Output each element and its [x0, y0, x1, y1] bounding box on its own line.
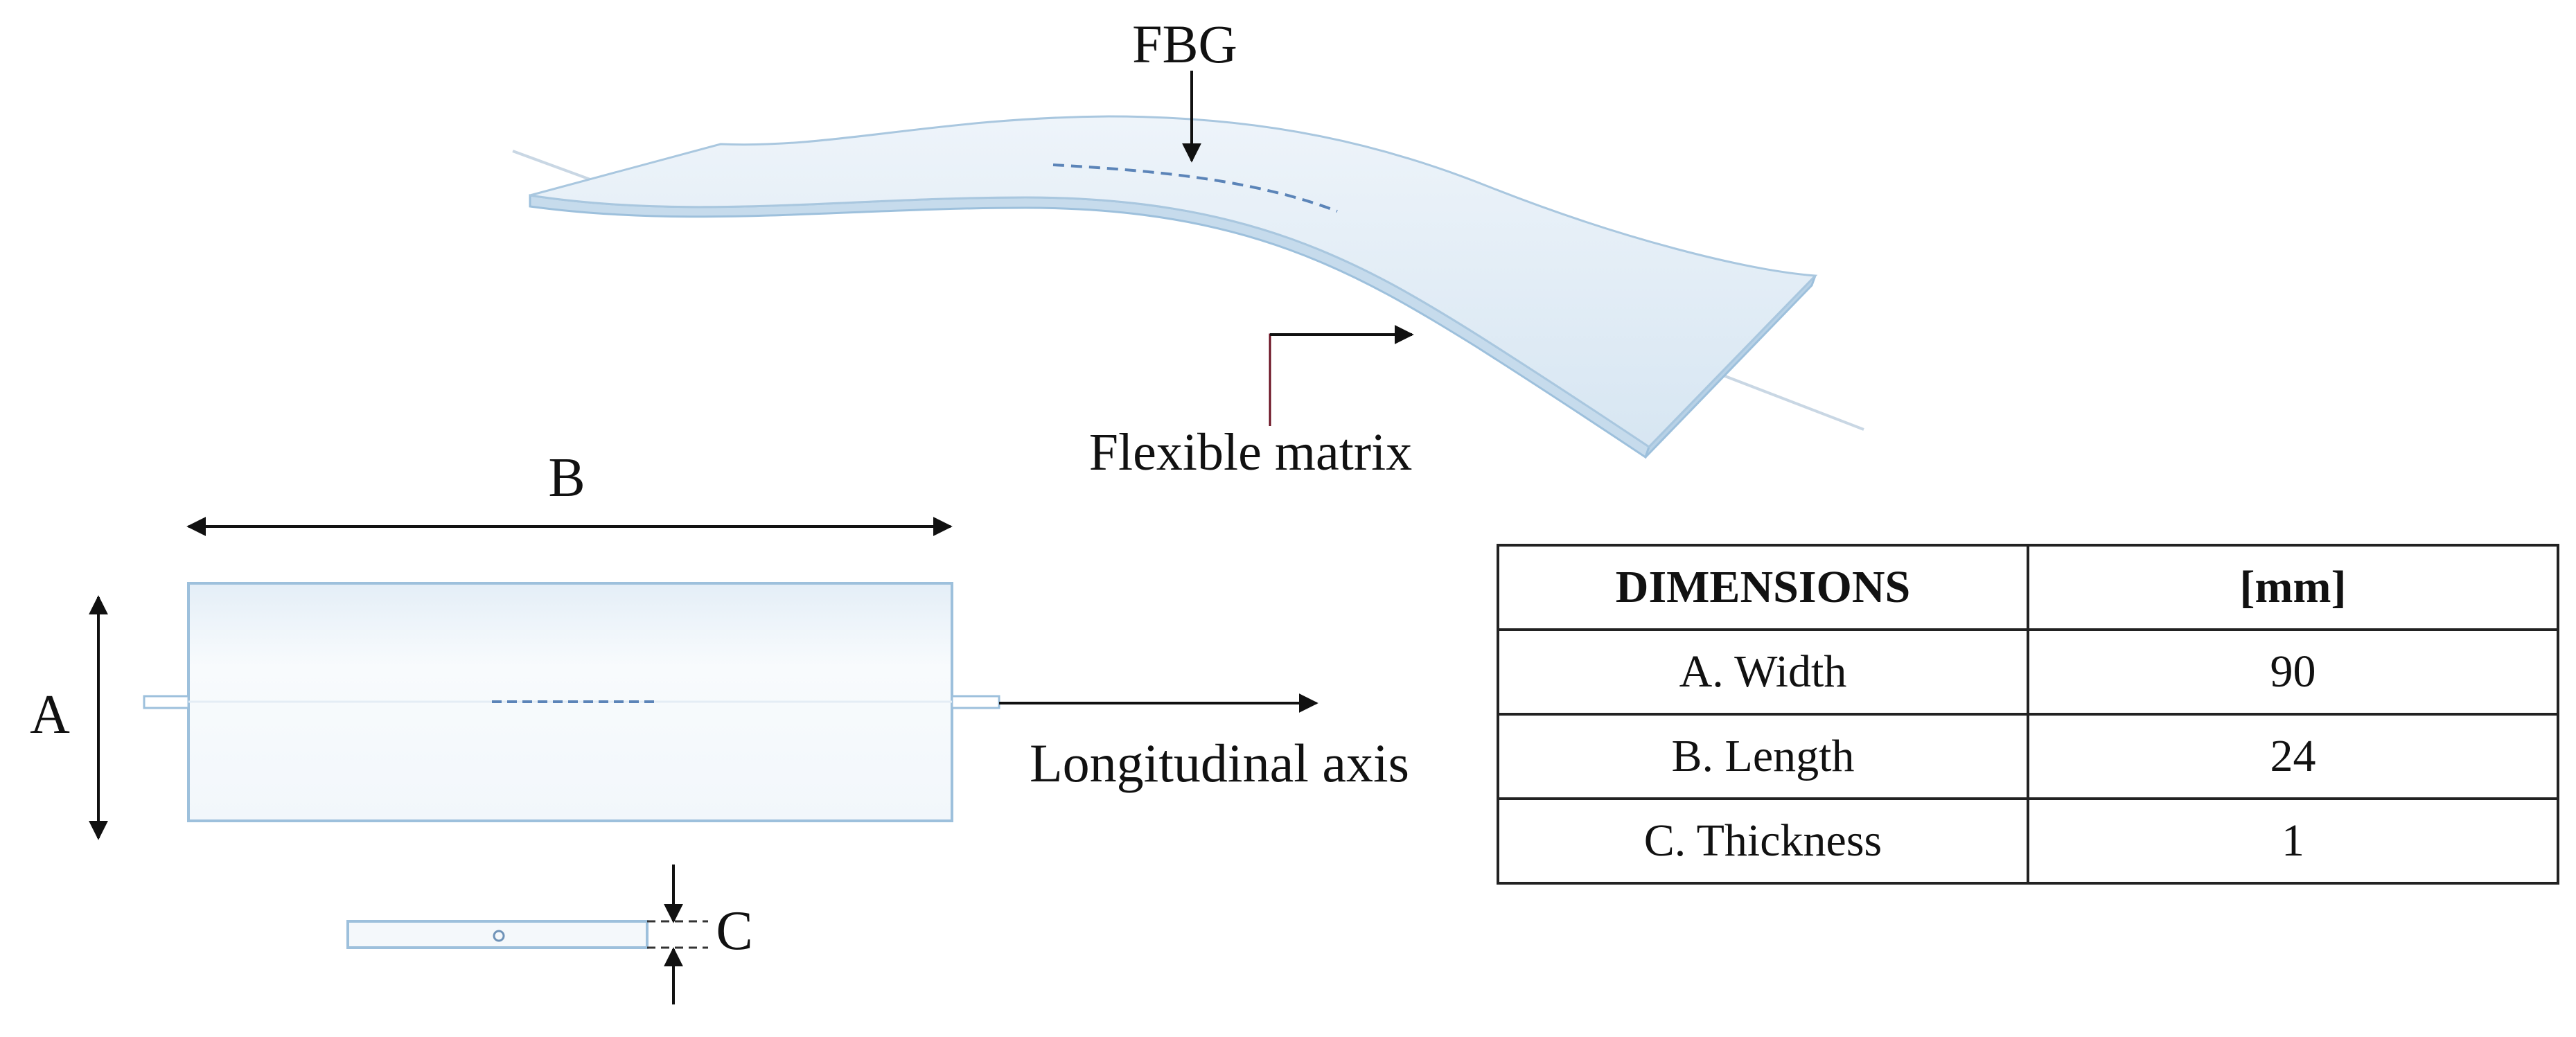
- optical-fiber-left: [512, 150, 597, 183]
- fiber-stub-right: [951, 695, 1000, 709]
- header-dimensions: DIMENSIONS: [1497, 544, 2029, 631]
- dimension-value: 1: [2027, 797, 2559, 885]
- dimension-name: A. Width: [1497, 628, 2029, 716]
- matrix-side-view: [346, 920, 649, 949]
- dimensions-table: DIMENSIONS [mm] A. Width 90 B. Length 24…: [1497, 544, 2559, 885]
- strip-top-surface: [529, 115, 1818, 448]
- fiber-cross-section: [493, 930, 505, 942]
- table-row: C. Thickness 1: [1497, 797, 2559, 885]
- dimension-name: B. Length: [1497, 713, 2029, 800]
- table-header-row: DIMENSIONS [mm]: [1497, 544, 2559, 631]
- fiber-stub-left: [143, 695, 190, 709]
- dimension-name: C. Thickness: [1497, 797, 2029, 885]
- dim-c-label: C: [716, 901, 752, 961]
- dimension-value: 24: [2027, 713, 2559, 800]
- longitudinal-axis-label: Longitudinal axis: [1030, 733, 1409, 793]
- dim-a-label: A: [30, 684, 70, 745]
- flexible-matrix-label: Flexible matrix: [1089, 423, 1412, 481]
- table-row: B. Length 24: [1497, 713, 2559, 800]
- fbg-label: FBG: [1132, 14, 1237, 74]
- dimension-value: 90: [2027, 628, 2559, 716]
- dim-b-label: B: [548, 447, 585, 508]
- flexible-strip-3d: [512, 115, 1864, 459]
- header-unit: [mm]: [2027, 544, 2559, 631]
- flexible-matrix-leader: [1269, 333, 1410, 426]
- table-row: A. Width 90: [1497, 628, 2559, 716]
